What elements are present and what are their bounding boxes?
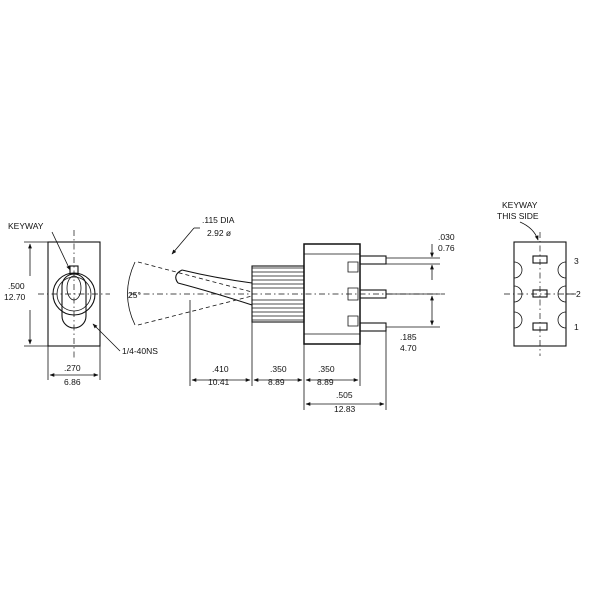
pin-3-label: 3 (574, 256, 579, 266)
terminal-clip-mid (347, 287, 359, 301)
handle-len-inch: .410 (212, 364, 229, 374)
rear-pin-2 (532, 289, 548, 298)
toggle-tip (66, 275, 82, 301)
bushing-threads (252, 267, 304, 321)
pin-2-label: 2 (576, 289, 581, 299)
pitch-inch: .185 (400, 332, 417, 342)
keyway-leader (51, 231, 71, 271)
throw-arc (127, 261, 136, 326)
pitch-mm: 4.70 (400, 343, 417, 353)
rear-view: KEYWAY THIS SIDE 3 2 1 (497, 200, 581, 356)
body-len-inch: .350 (318, 364, 335, 374)
rear-keyway-line2: THIS SIDE (497, 211, 539, 221)
keyway-notch (69, 265, 79, 275)
rear-keyway-line1: KEYWAY (502, 200, 538, 210)
terminal-thk-inch: .030 (438, 232, 455, 242)
bushing-len-inch: .350 (270, 364, 287, 374)
rear-keyway-leader (519, 221, 539, 241)
rear-pin-1 (532, 322, 548, 331)
rear-notch-tl (513, 261, 523, 279)
thread-leader (92, 323, 121, 352)
handle-dia-inch: .115 DIA (202, 215, 235, 225)
overall-inch: .505 (336, 390, 353, 400)
handle-dia-mm: 2.92 ø (207, 228, 231, 238)
rear-notch-bl (513, 311, 523, 329)
throw-ray-top (137, 261, 253, 293)
rear-notch-mr (557, 285, 567, 303)
pin-1-label: 1 (574, 322, 579, 332)
body-len-mm: 8.89 (317, 377, 334, 387)
terminal-thk-mm: 0.76 (438, 243, 455, 253)
rear-notch-br (557, 311, 567, 329)
toggle-handle (181, 269, 253, 284)
bushing-len-mm: 8.89 (268, 377, 285, 387)
terminal-top (359, 255, 387, 265)
front-height-inch: .500 (8, 281, 25, 291)
rear-pin-3 (532, 255, 548, 264)
bushing-inner (56, 276, 92, 312)
front-height-mm: 12.70 (4, 292, 26, 302)
keyway-label: KEYWAY (8, 221, 44, 231)
throw-angle: 25° (128, 290, 141, 300)
rear-notch-tr (557, 261, 567, 279)
bushing-circle (52, 272, 96, 316)
rear-notch-ml (513, 285, 523, 303)
dia-leader (171, 227, 195, 255)
throw-ray-bottom (137, 295, 253, 326)
front-width-inch: .270 (64, 363, 81, 373)
overall-mm: 12.83 (334, 404, 356, 414)
terminal-clip-bottom (347, 315, 359, 327)
thread-label: 1/4-40NS (122, 346, 158, 356)
front-view: KEYWAY .500 12.70 .270 6.86 1/4-40NS (4, 221, 158, 387)
handle-len-mm: 10.41 (208, 377, 230, 387)
front-width-mm: 6.86 (64, 377, 81, 387)
handle-tip (175, 269, 183, 284)
side-view: .115 DIA 2.92 ø 25° .410 10.41 .350 8.89… (127, 215, 455, 414)
toggle-handle-lower (177, 282, 253, 306)
terminal-bottom (359, 322, 387, 332)
terminal-clip-top (347, 261, 359, 273)
